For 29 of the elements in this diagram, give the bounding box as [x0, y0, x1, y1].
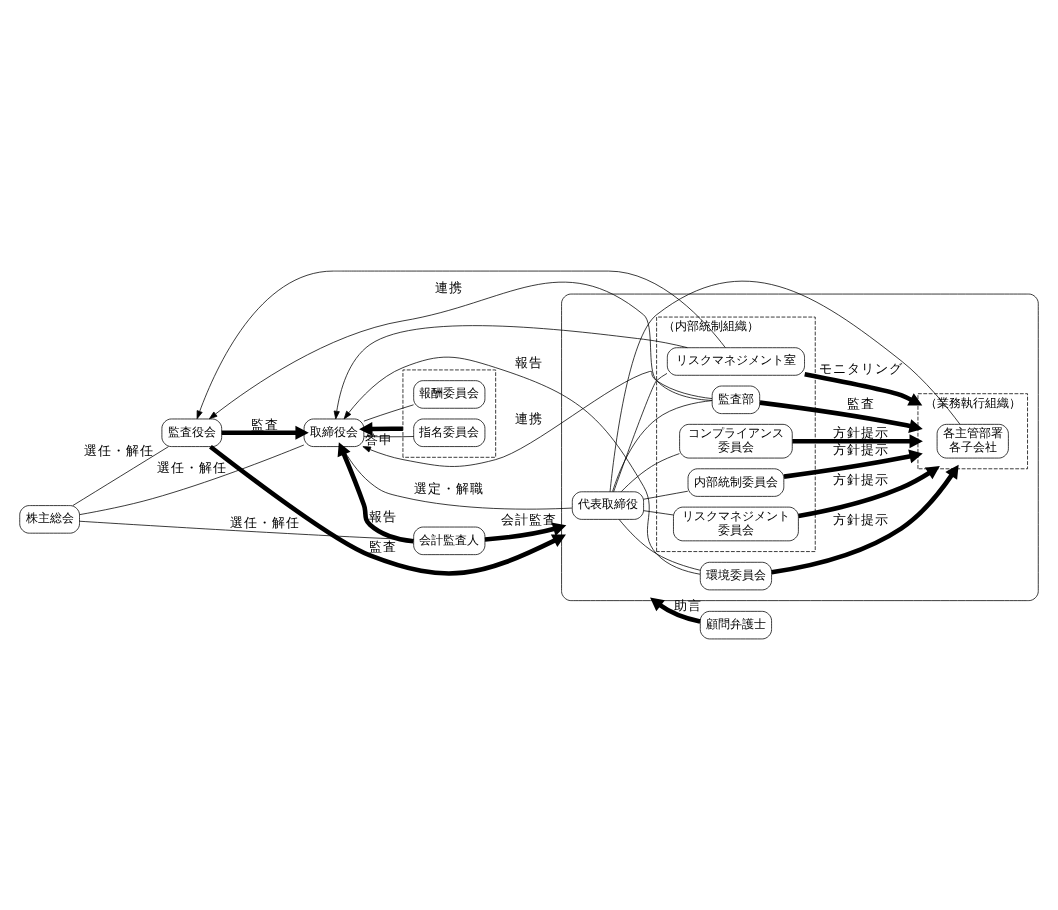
arrow — [333, 325, 688, 420]
arrow — [783, 449, 923, 479]
arrow — [771, 464, 959, 575]
arrow — [759, 400, 923, 433]
connector — [612, 400, 713, 492]
connector — [613, 373, 668, 493]
cluster — [561, 293, 1039, 601]
connector — [363, 435, 415, 438]
connector — [643, 490, 689, 500]
arrow — [362, 370, 713, 467]
arrow — [798, 466, 940, 519]
connector — [609, 280, 961, 493]
arrow — [337, 442, 414, 544]
connector — [620, 453, 680, 492]
connector — [618, 519, 701, 571]
arrow — [804, 371, 923, 406]
connector — [643, 510, 674, 516]
arrow — [359, 421, 403, 436]
arrow — [792, 434, 923, 449]
connector — [79, 444, 305, 515]
arrow — [343, 356, 701, 575]
cluster — [402, 369, 497, 458]
connector — [72, 446, 169, 506]
arrow — [209, 444, 566, 576]
connector — [341, 446, 573, 510]
arrow — [484, 522, 567, 542]
arrow — [221, 425, 309, 440]
arrow — [650, 597, 701, 624]
connector — [363, 404, 414, 422]
